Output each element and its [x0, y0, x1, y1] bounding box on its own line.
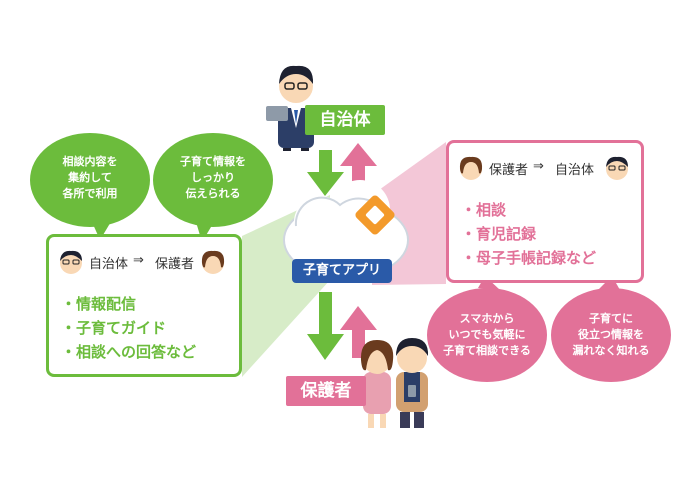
left-header-from: 自治体: [89, 257, 129, 272]
right-header-to: 自治体: [555, 163, 595, 178]
green-bubble-1-text: 相談内容を 集約して 各所で利用: [62, 155, 118, 200]
left-info-panel: 自治体 ⇒ 保護者 ・情報配信 ・子育てガイド ・相談への回答など: [46, 234, 242, 377]
green-arrow-gov-to-app: [307, 150, 344, 196]
left-header-to: 保護者: [155, 257, 195, 272]
left-item-3: ・相談への回答など: [61, 343, 197, 361]
pink-bubble-2: [551, 276, 671, 382]
left-header-arrow: ⇒: [133, 253, 144, 268]
left-item-1: ・情報配信: [61, 295, 137, 313]
right-header-arrow: ⇒: [533, 159, 544, 174]
government-label: 自治体: [305, 105, 385, 135]
pink-arrow-guardian-to-app: [340, 306, 377, 358]
official-face-icon: [606, 156, 628, 180]
mother-person-icon: [360, 340, 394, 428]
green-arrow-app-to-guardian: [307, 292, 344, 360]
pink-bubble-2-text: 子育てに 役立つ情報を 漏れなく知れる: [572, 312, 650, 357]
right-info-panel: 保護者 ⇒ 自治体 ・相談 ・育児記録 ・母子手帳記録など: [446, 140, 644, 283]
green-bubble-1: [30, 133, 150, 240]
right-header-from: 保護者: [489, 163, 529, 178]
guardian-face-icon: [459, 156, 483, 180]
guardian-face-icon: [201, 250, 225, 274]
guardian-label: 保護者: [286, 376, 366, 406]
left-item-2: ・子育てガイド: [61, 319, 167, 337]
green-bubble-2-text: 子育て情報を しっかり 伝えられる: [180, 155, 246, 200]
right-item-1: ・相談: [461, 201, 507, 219]
app-label: 子育てアプリ: [292, 259, 392, 283]
father-person-icon: [396, 338, 429, 428]
official-person-icon: [266, 65, 314, 151]
app-logo-icon: [355, 195, 395, 235]
pink-bubble-1-text: スマホから いつでも気軽に 子育て相談できる: [443, 312, 531, 357]
right-item-3: ・母子手帳記録など: [461, 249, 597, 267]
official-face-icon: [60, 250, 82, 274]
right-item-2: ・育児記録: [461, 225, 537, 243]
